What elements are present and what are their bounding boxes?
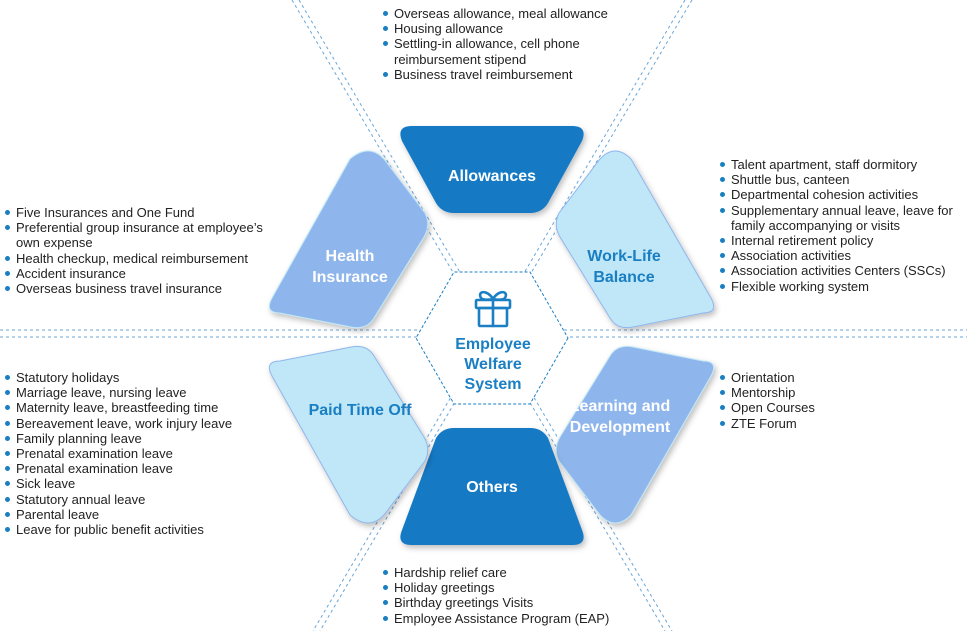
segment-paid-time-off: Paid Time Off <box>268 345 429 524</box>
segment-others: Others <box>400 428 584 545</box>
list-item: Open Courses <box>719 400 919 415</box>
list-item: Maternity leave, breastfeeding time <box>4 400 274 415</box>
list-item: Holiday greetings <box>382 580 652 595</box>
segment-allowances: Allowances <box>400 126 584 213</box>
list-item: Internal retirement policy <box>719 233 965 248</box>
list-item: Flexible working system <box>719 279 965 294</box>
list-item: Parental leave <box>4 507 274 522</box>
list-item: Settling-in allowance, cell phone reimbu… <box>382 36 642 67</box>
list-item: Leave for public benefit activities <box>4 522 274 537</box>
list-item: Overseas allowance, meal allowance <box>382 6 642 21</box>
segment-work-life-label-1: Work-Life <box>587 248 661 265</box>
segment-paid-time-off-label-1: Paid Time Off <box>309 402 413 419</box>
list-item: Hardship relief care <box>382 565 652 580</box>
list-item: Association activities <box>719 248 965 263</box>
list-item: Statutory holidays <box>4 370 274 385</box>
list-item: Health checkup, medical reimbursement <box>4 251 289 266</box>
center-title-line-2: Welfare <box>464 356 522 373</box>
list-item: ZTE Forum <box>719 416 919 431</box>
list-item: Birthday greetings Visits <box>382 595 652 610</box>
list-item: Five Insurances and One Fund <box>4 205 289 220</box>
list-item: Mentorship <box>719 385 919 400</box>
segment-others-label-1: Others <box>466 479 518 496</box>
gift-icon <box>474 290 512 328</box>
segment-learning-label-2: Development <box>570 419 671 436</box>
list-item: Supplementary annual leave, leave for fa… <box>719 203 965 233</box>
list-item: Marriage leave, nursing leave <box>4 385 274 400</box>
segment-health: Health Insurance <box>268 150 429 329</box>
list-item: Orientation <box>719 370 919 385</box>
center-title-line-1: Employee <box>455 336 531 353</box>
segment-work-life: Work-Life Balance <box>555 150 715 329</box>
list-item: Departmental cohesion activities <box>719 187 965 202</box>
list-item: Association activities Centers (SSCs) <box>719 263 965 278</box>
list-item: Prenatal examination leave <box>4 461 274 476</box>
list-item: Business travel reimbursement <box>382 67 642 82</box>
list-item: Bereavement leave, work injury leave <box>4 416 274 431</box>
list-item: Housing allowance <box>382 21 642 36</box>
segment-work-life-label-2: Balance <box>593 269 654 286</box>
segment-learning: Learning and Development <box>555 345 715 524</box>
center-title-line-3: System <box>465 376 522 393</box>
segment-allowances-label-1: Allowances <box>448 168 536 185</box>
list-item: Accident insurance <box>4 266 289 281</box>
segment-health-label-2: Insurance <box>312 269 388 286</box>
list-item: Overseas business travel insurance <box>4 281 289 296</box>
list-item: Sick leave <box>4 476 274 491</box>
list-item: Prenatal examination leave <box>4 446 274 461</box>
segment-health-label-1: Health <box>326 248 375 265</box>
list-item: Statutory annual leave <box>4 492 274 507</box>
center-hexagon <box>415 271 569 405</box>
list-item: Preferential group insurance at employee… <box>4 220 289 250</box>
list-item: Talent apartment, staff dormitory <box>719 157 965 172</box>
list-item: Family planning leave <box>4 431 274 446</box>
list-item: Employee Assistance Program (EAP) <box>382 611 652 626</box>
list-item: Shuttle bus, canteen <box>719 172 965 187</box>
segment-learning-label-1: Learning and <box>570 398 670 415</box>
